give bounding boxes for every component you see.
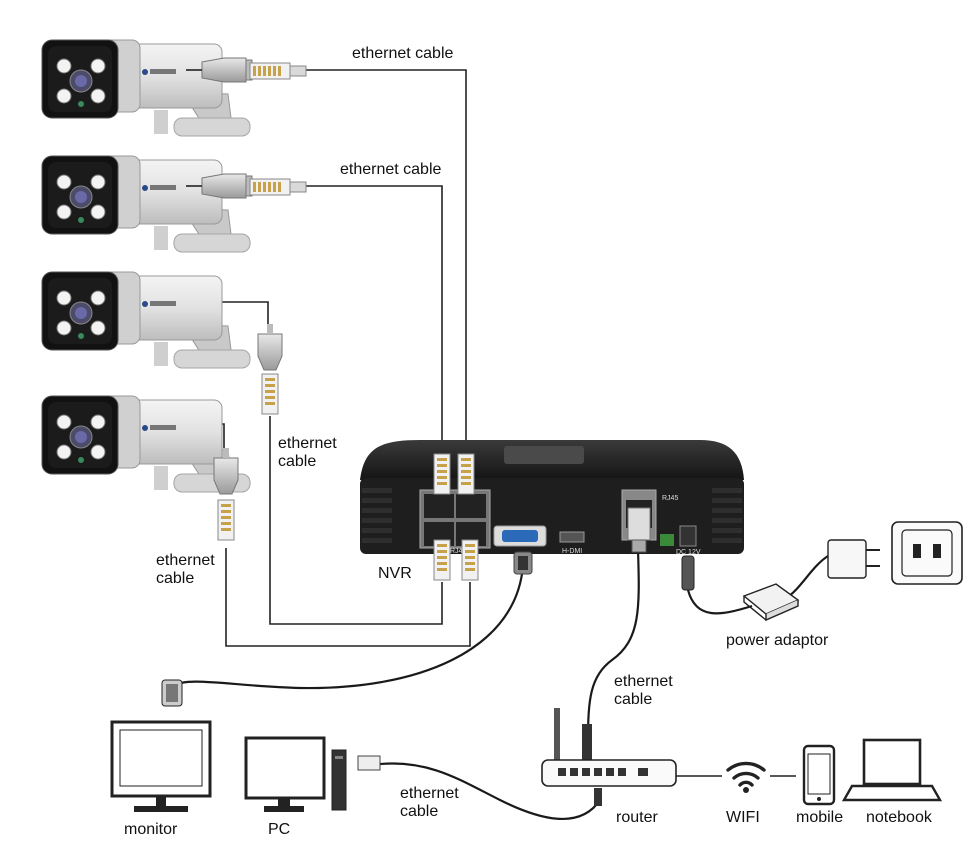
nvr-dc-label: DC 12V — [676, 549, 701, 556]
rj45-connector-icon — [249, 62, 307, 80]
cable-vga-monitor — [171, 573, 524, 690]
label-notebook: notebook — [866, 809, 933, 826]
label-router: router — [616, 809, 658, 826]
label-cable-cam4-2: cable — [156, 570, 194, 587]
wifi-dot — [743, 787, 749, 793]
label-power-adaptor: power adaptor — [726, 632, 829, 649]
cable-cam1 — [302, 69, 467, 456]
rj45-connector-icon — [433, 453, 451, 495]
rj45-connector-icon — [201, 57, 253, 83]
label-mobile: mobile — [796, 809, 843, 826]
nvr-rj45-label: RJ45 — [450, 548, 466, 555]
label-cable-cam1: ethernet cable — [352, 45, 454, 62]
wall-socket-icon — [891, 521, 963, 585]
desktop-pc-icon — [244, 736, 347, 812]
camera-2 — [41, 155, 251, 253]
power-plug-icon — [827, 539, 880, 579]
monitor-icon — [110, 720, 212, 812]
label-monitor: monitor — [124, 821, 178, 838]
bullet-camera-icon — [41, 271, 251, 369]
camera-3 — [41, 271, 251, 369]
rj45-connector-icon — [201, 173, 253, 199]
label-cable-pc-1: ethernet — [400, 785, 459, 802]
router-icon — [541, 708, 677, 806]
rj45-connector-icon — [261, 373, 279, 415]
rj45-connector-icon — [357, 755, 381, 771]
rj45-connector-icon — [257, 323, 283, 371]
bullet-camera-icon — [41, 155, 251, 253]
label-cable-pc-2: cable — [400, 803, 438, 820]
rj45-connector-icon — [433, 539, 451, 581]
rj45-connector-icon — [461, 539, 479, 581]
notebook-icon — [841, 738, 943, 802]
rj45-connector-icon — [249, 178, 307, 196]
rj45-connector-icon — [217, 499, 235, 541]
label-wifi: WIFI — [726, 809, 760, 826]
cable-cam2 — [302, 185, 443, 456]
label-cable-cam2: ethernet cable — [340, 161, 442, 178]
cable-pc-router — [379, 762, 601, 820]
nvr-rj45-right-label: RJ45 — [662, 495, 678, 502]
label-cable-router-2: cable — [614, 691, 652, 708]
camera-1 — [41, 39, 251, 137]
cable-nvr-router — [586, 549, 640, 743]
label-cable-router-1: ethernet — [614, 673, 673, 690]
label-nvr: NVR — [378, 565, 412, 582]
wifi-icon — [726, 761, 766, 787]
label-cable-cam4-1: ethernet — [156, 552, 215, 569]
nvr-recorder-icon: RJ45 H-DMI RJ45 DC 12V — [360, 440, 744, 556]
rj45-connector-icon — [457, 453, 475, 495]
vga-plug-icon — [513, 551, 533, 575]
rj45-connector-icon — [627, 507, 651, 553]
bullet-camera-icon — [41, 39, 251, 137]
dc-plug-icon — [681, 555, 695, 591]
power-adaptor-icon — [742, 583, 800, 622]
label-cable-cam3-2: cable — [278, 453, 316, 470]
cable-power — [686, 589, 753, 615]
label-pc: PC — [268, 821, 290, 838]
vga-plug-icon — [161, 679, 183, 707]
mobile-phone-icon — [802, 744, 836, 806]
nvr-hdmi-label: H-DMI — [562, 548, 582, 555]
cable-power-wall — [785, 555, 829, 599]
label-cable-cam3-1: ethernet — [278, 435, 337, 452]
